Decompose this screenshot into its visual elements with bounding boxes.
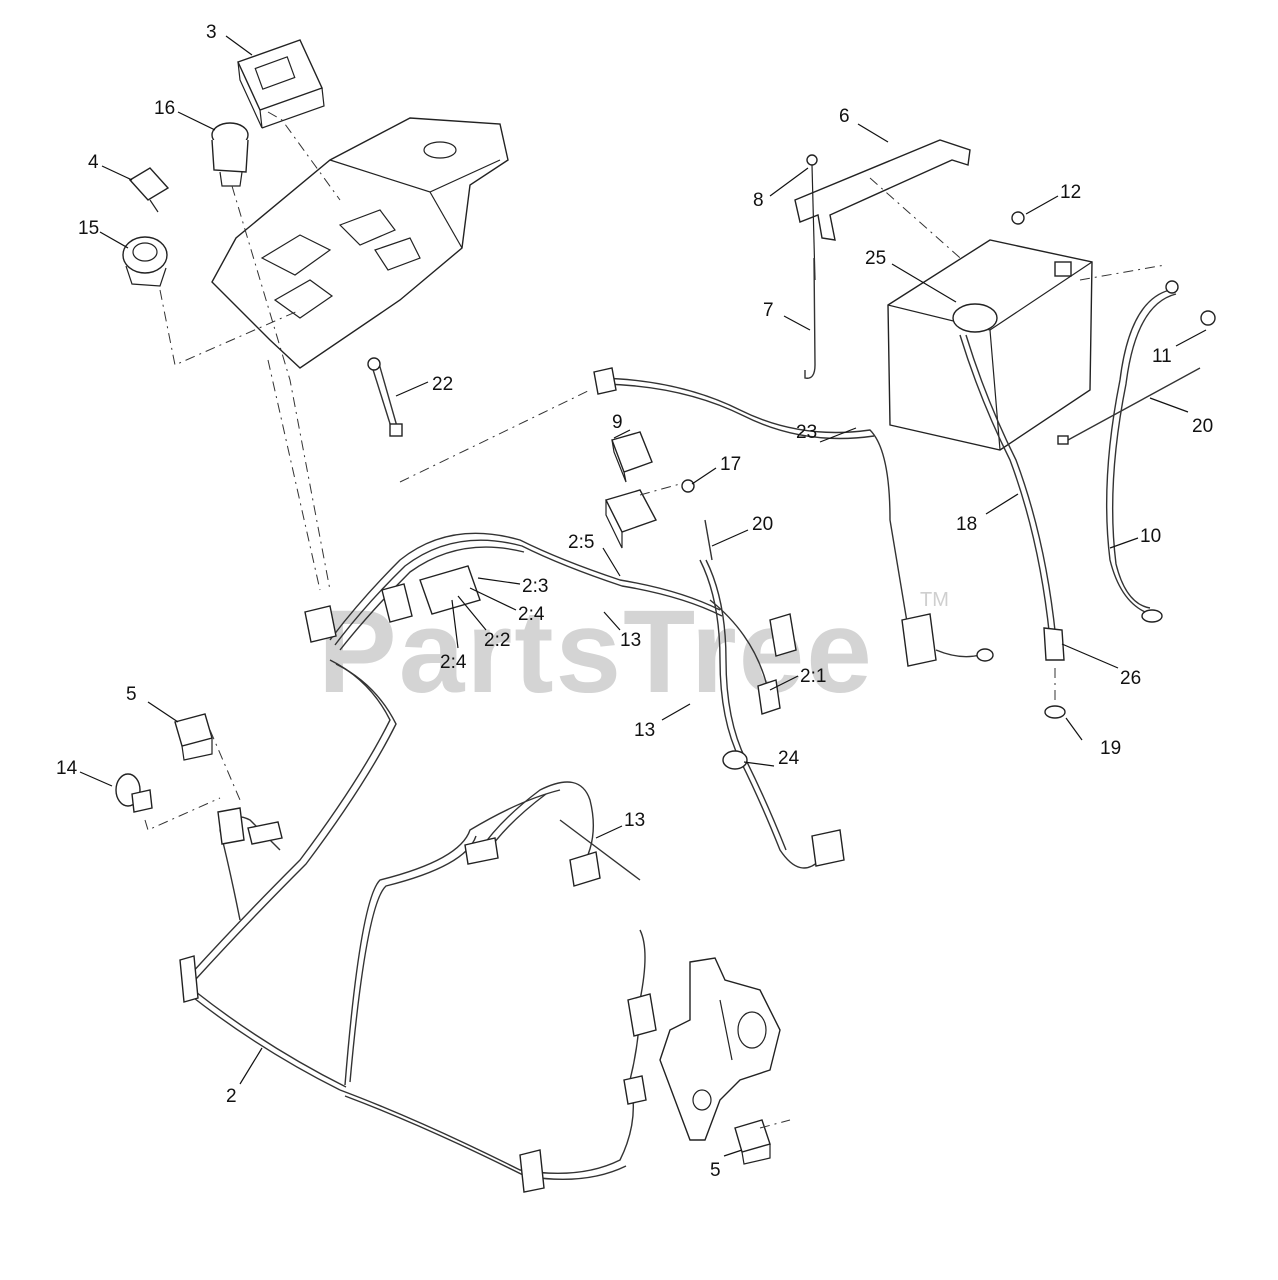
callout-25: 25 <box>865 248 886 269</box>
callout-4: 4 <box>88 152 99 173</box>
callout-2: 2 <box>226 1086 237 1107</box>
callout-2-2: 2:2 <box>484 630 510 651</box>
callout-13-upper: 13 <box>620 630 641 651</box>
callout-2-4-upper: 2:4 <box>518 604 545 625</box>
callout-24: 24 <box>778 748 800 769</box>
leader-lines <box>79 35 1207 1157</box>
callout-20-harness: 20 <box>752 514 773 535</box>
callout-23: 23 <box>796 422 817 443</box>
callout-16: 16 <box>154 98 175 119</box>
callout-2-5: 2:5 <box>568 532 594 553</box>
callout-26: 26 <box>1120 668 1141 689</box>
switch-5-upper <box>174 713 241 801</box>
callout-8: 8 <box>753 190 764 211</box>
watermark: PartsTree TM <box>318 586 949 718</box>
pedal-bracket <box>659 957 781 1141</box>
callout-22: 22 <box>432 374 453 395</box>
sub-harness-center <box>464 781 641 887</box>
display-module <box>237 39 325 129</box>
callout-13-middle: 13 <box>634 720 655 741</box>
callout-17: 17 <box>720 454 741 475</box>
callout-13-lower: 13 <box>624 810 645 831</box>
cable-tie <box>1057 367 1201 445</box>
negative-cable <box>1105 280 1216 623</box>
callout-5-upper: 5 <box>126 684 137 705</box>
pto-switch <box>211 122 249 187</box>
alignment-lines-console <box>159 111 341 591</box>
watermark-trademark: TM <box>920 589 949 611</box>
seat-switch-wire <box>367 357 591 483</box>
main-wiring-harness <box>179 532 723 1193</box>
ignition-key <box>128 167 170 213</box>
callout-11: 11 <box>1152 346 1172 367</box>
callout-10: 10 <box>1140 526 1161 547</box>
callout-2-1: 2:1 <box>800 666 826 687</box>
switch-14 <box>115 773 221 831</box>
battery <box>887 211 1166 451</box>
callout-2-3: 2:3 <box>522 576 548 597</box>
callout-3: 3 <box>206 22 217 43</box>
callout-14: 14 <box>56 758 78 779</box>
relay <box>611 431 653 483</box>
callout-12: 12 <box>1060 182 1081 203</box>
positive-cable <box>959 334 1066 719</box>
harness-branch-23 <box>593 367 994 667</box>
ignition-switch <box>122 236 168 287</box>
switch-5-lower <box>734 1119 791 1165</box>
harness-branch-right <box>699 519 845 869</box>
callout-5-lower: 5 <box>710 1160 721 1181</box>
callout-7: 7 <box>763 300 774 321</box>
callout-19: 19 <box>1100 738 1121 759</box>
callout-20-battery: 20 <box>1192 416 1213 437</box>
relay-socket <box>604 479 695 549</box>
callout-9: 9 <box>612 412 623 433</box>
callout-18: 18 <box>956 514 977 535</box>
battery-hold-down <box>794 139 986 379</box>
callout-2-4-lower: 2:4 <box>440 652 467 673</box>
callout-15: 15 <box>78 218 99 239</box>
callout-numbers: 3 16 4 15 6 8 12 25 7 11 20 22 9 17 23 1… <box>56 22 1213 1181</box>
dash-panel <box>211 117 509 369</box>
callout-6: 6 <box>839 106 850 127</box>
